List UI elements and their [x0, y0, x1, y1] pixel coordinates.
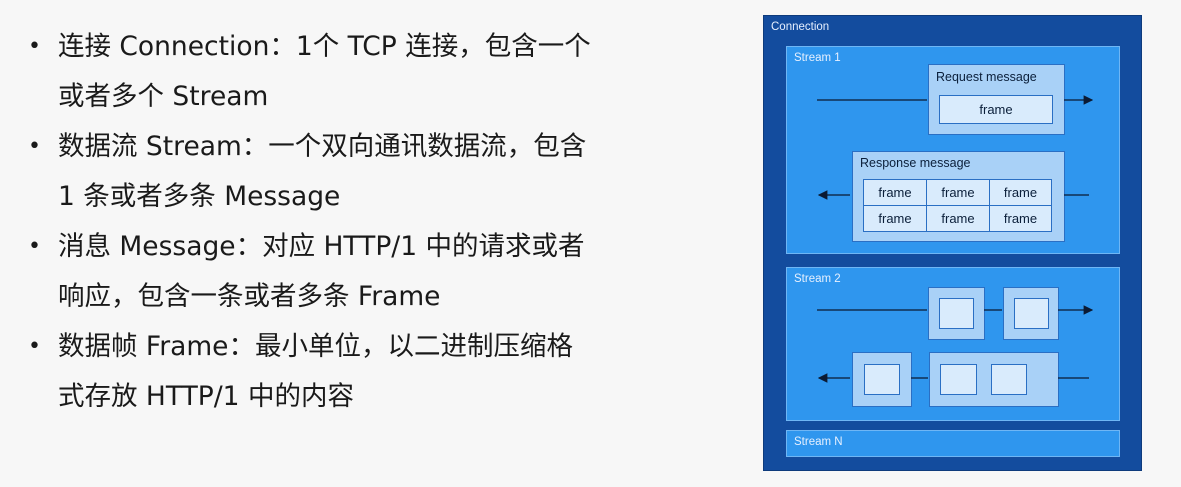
- stream-2-message: [1003, 287, 1059, 340]
- stream-1-label: Stream 1: [794, 52, 841, 64]
- bullet-text: 式存放 HTTP/1 中的内容: [58, 381, 354, 412]
- bullet-stream: • 数据流 Stream：一个双向通讯数据流，包含 1 条或者多条 Messag…: [22, 122, 662, 222]
- bullet-frame: • 数据帧 Frame：最小单位，以二进制压缩格 式存放 HTTP/1 中的内容: [22, 322, 662, 422]
- frame-box: [991, 364, 1027, 395]
- bullet-message: • 消息 Message：对应 HTTP/1 中的请求或者 响应，包含一条或者多…: [22, 222, 662, 322]
- bullet-text: 1 条或者多条 Message: [58, 181, 341, 212]
- request-frame: frame: [939, 95, 1053, 124]
- frame-box: [864, 364, 900, 395]
- connection-label: Connection: [771, 21, 830, 33]
- response-frame: frame: [863, 205, 927, 232]
- response-frame: frame: [863, 179, 927, 206]
- flow-arrows: [817, 95, 1094, 383]
- request-message-label: Request message: [936, 70, 1037, 84]
- bullet-text: 响应，包含一条或者多条 Frame: [58, 281, 441, 312]
- frame-box: [940, 364, 977, 395]
- response-message: Response message frame frame frame frame…: [852, 151, 1065, 242]
- connection-box: Connection Stream 1 Request message fram…: [763, 15, 1142, 471]
- stream-2: Stream 2: [786, 267, 1120, 421]
- bullet-text: 消息 Message：对应 HTTP/1 中的请求或者: [58, 231, 585, 262]
- bullet-dot: •: [28, 234, 41, 259]
- stream-2-label: Stream 2: [794, 273, 841, 285]
- response-frame: frame: [989, 179, 1052, 206]
- stream-1: Stream 1 Request message frame Response …: [786, 46, 1120, 254]
- bullet-dot: •: [28, 34, 41, 59]
- stream-n-label: Stream N: [794, 436, 843, 448]
- stream-2-message: [852, 352, 912, 407]
- bullet-connection: • 连接 Connection：1个 TCP 连接，包含一个 或者多个 Stre…: [22, 22, 662, 122]
- bullet-dot: •: [28, 134, 41, 159]
- stream-2-message: [929, 352, 1059, 407]
- response-frame: frame: [926, 179, 990, 206]
- bullet-text: 或者多个 Stream: [58, 81, 269, 112]
- frame-box: [1014, 298, 1049, 329]
- bullet-text: 数据帧 Frame：最小单位，以二进制压缩格: [58, 331, 573, 362]
- bullet-text: 连接 Connection：1个 TCP 连接，包含一个: [58, 31, 591, 62]
- bullet-list: • 连接 Connection：1个 TCP 连接，包含一个 或者多个 Stre…: [22, 22, 662, 422]
- response-frame: frame: [989, 205, 1052, 232]
- frame-box: [939, 298, 974, 329]
- bullet-text: 数据流 Stream：一个双向通讯数据流，包含: [58, 131, 587, 162]
- response-frame: frame: [926, 205, 990, 232]
- bullet-dot: •: [28, 334, 41, 359]
- stream-2-message: [928, 287, 985, 340]
- stream-n: Stream N: [786, 430, 1120, 457]
- response-message-label: Response message: [860, 156, 971, 170]
